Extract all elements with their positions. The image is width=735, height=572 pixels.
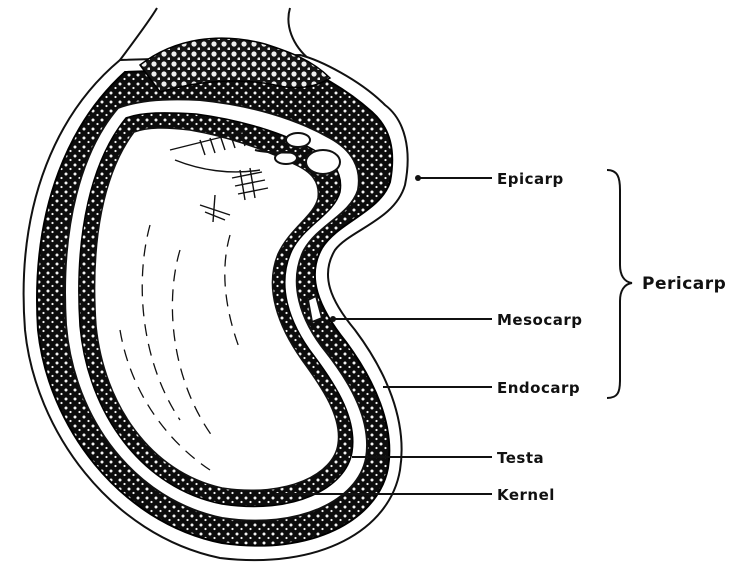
label-testa: Testa xyxy=(497,449,544,467)
epicarp-pointer-dot xyxy=(415,175,421,181)
pericarp-brace xyxy=(607,170,632,398)
label-endocarp: Endocarp xyxy=(497,379,580,397)
mesocarp-pointer-dot xyxy=(330,316,336,322)
label-epicarp: Epicarp xyxy=(497,170,564,188)
label-pericarp: Pericarp xyxy=(642,274,726,294)
label-mesocarp: Mesocarp xyxy=(497,311,582,329)
kernel-pointer-dot xyxy=(287,491,293,497)
label-kernel: Kernel xyxy=(497,486,555,504)
